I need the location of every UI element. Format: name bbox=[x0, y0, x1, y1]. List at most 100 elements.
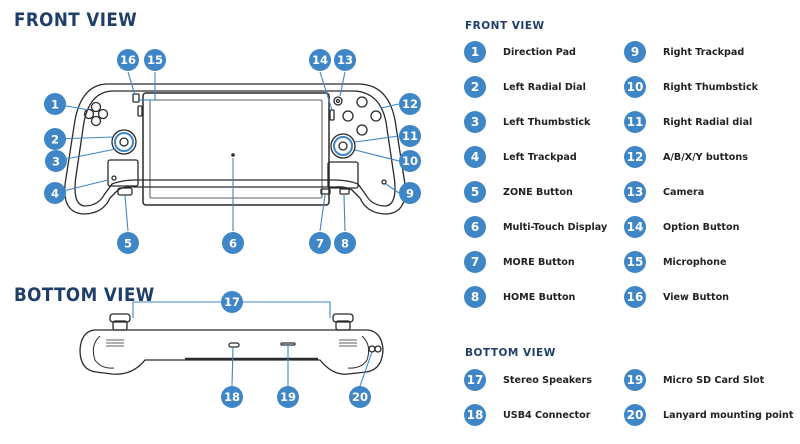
legend-item-14: 14 Option Button bbox=[624, 215, 739, 239]
legend-label: Left Thumbstick bbox=[503, 116, 591, 128]
legend-badge: 11 bbox=[624, 111, 646, 133]
svg-text:11: 11 bbox=[402, 129, 418, 143]
legend-item-19: 19 Micro SD Card Slot bbox=[624, 368, 764, 392]
callout-12: 12 bbox=[399, 93, 421, 115]
svg-text:14: 14 bbox=[312, 53, 328, 67]
legend-item-9: 9 Right Trackpad bbox=[624, 40, 744, 64]
svg-text:1: 1 bbox=[51, 98, 59, 112]
svg-text:7: 7 bbox=[316, 237, 324, 251]
callout-15: 15 bbox=[144, 49, 166, 71]
legend-badge: 1 bbox=[464, 41, 486, 63]
legend-badge: 10 bbox=[624, 76, 646, 98]
legend-label: Left Radial Dial bbox=[503, 81, 586, 93]
legend-label: View Button bbox=[663, 291, 729, 303]
legend-item-3: 3 Left Thumbstick bbox=[464, 110, 590, 134]
legend-label: Option Button bbox=[663, 221, 740, 233]
legend-label: Multi-Touch Display bbox=[503, 221, 608, 233]
front-view-legend-heading: FRONT VIEW bbox=[465, 20, 545, 32]
svg-text:6: 6 bbox=[229, 237, 237, 251]
display bbox=[142, 92, 330, 206]
svg-text:20: 20 bbox=[352, 390, 368, 404]
legend-item-2: 2 Left Radial Dial bbox=[464, 75, 586, 99]
legend-label: Left Trackpad bbox=[503, 151, 577, 163]
svg-text:5: 5 bbox=[124, 237, 132, 251]
legend-label: Microphone bbox=[663, 256, 727, 268]
legend-badge: 5 bbox=[464, 181, 486, 203]
callout-5: 5 bbox=[117, 232, 139, 254]
svg-text:13: 13 bbox=[337, 53, 353, 67]
legend-badge: 14 bbox=[624, 216, 646, 238]
legend-label: Right Trackpad bbox=[663, 46, 745, 58]
callout-20: 20 bbox=[349, 386, 371, 408]
callout-14: 14 bbox=[309, 49, 331, 71]
legend-badge: 4 bbox=[464, 146, 486, 168]
legend-badge: 15 bbox=[624, 251, 646, 273]
legend-badge: 19 bbox=[624, 369, 646, 391]
legend-item-18: 18 USB4 Connector bbox=[464, 403, 590, 427]
legend-item-5: 5 ZONE Button bbox=[464, 180, 573, 204]
callout-10: 10 bbox=[399, 150, 421, 172]
callout-4: 4 bbox=[44, 182, 66, 204]
callout-17: 17 bbox=[221, 291, 243, 313]
legend-item-12: 12 A/B/X/Y buttons bbox=[624, 145, 748, 169]
legend-badge: 8 bbox=[464, 286, 486, 308]
legend-item-8: 8 HOME Button bbox=[464, 285, 575, 309]
legend-item-16: 16 View Button bbox=[624, 285, 729, 309]
legend-badge: 18 bbox=[464, 404, 486, 426]
svg-text:19: 19 bbox=[280, 390, 296, 404]
legend-item-15: 15 Microphone bbox=[624, 250, 726, 274]
callout-13: 13 bbox=[334, 49, 356, 71]
legend-label: Lanyard mounting point bbox=[663, 409, 794, 421]
svg-text:2: 2 bbox=[51, 133, 59, 147]
callout-11: 11 bbox=[399, 125, 421, 147]
svg-text:16: 16 bbox=[120, 53, 136, 67]
callout-6: 6 bbox=[222, 232, 244, 254]
legend-badge: 20 bbox=[624, 404, 646, 426]
legend-label: Right Radial dial bbox=[663, 116, 753, 128]
legend-badge: 12 bbox=[624, 146, 646, 168]
callout-9: 9 bbox=[399, 182, 421, 204]
legend-label: A/B/X/Y buttons bbox=[663, 151, 748, 163]
bottom-view-title: BOTTOM VIEW bbox=[14, 284, 155, 306]
legend-item-1: 1 Direction Pad bbox=[464, 40, 576, 64]
legend-label: Camera bbox=[663, 186, 705, 198]
legend-label: HOME Button bbox=[503, 291, 576, 303]
legend-badge: 9 bbox=[624, 41, 646, 63]
callout-19: 19 bbox=[277, 386, 299, 408]
svg-text:9: 9 bbox=[406, 187, 414, 201]
legend-label: Right Thumbstick bbox=[663, 81, 759, 93]
legend-badge: 13 bbox=[624, 181, 646, 203]
callout-18: 18 bbox=[221, 386, 243, 408]
callout-7: 7 bbox=[309, 232, 331, 254]
legend-label: Micro SD Card Slot bbox=[663, 374, 765, 386]
legend-badge: 2 bbox=[464, 76, 486, 98]
legend-badge: 17 bbox=[464, 369, 486, 391]
callout-2: 2 bbox=[44, 128, 66, 150]
legend-item-17: 17 Stereo Speakers bbox=[464, 368, 592, 392]
callout-3: 3 bbox=[45, 150, 67, 172]
abxy-buttons bbox=[342, 96, 382, 136]
legend-badge: 3 bbox=[464, 111, 486, 133]
legend-label: ZONE Button bbox=[503, 186, 573, 198]
legend-label: Direction Pad bbox=[503, 46, 576, 58]
legend-label: MORE Button bbox=[503, 256, 575, 268]
legend-badge: 6 bbox=[464, 216, 486, 238]
legend-label: Stereo Speakers bbox=[503, 374, 592, 386]
svg-text:12: 12 bbox=[402, 97, 418, 111]
dpad bbox=[83, 101, 109, 127]
svg-text:15: 15 bbox=[147, 53, 163, 67]
callout-16: 16 bbox=[117, 49, 139, 71]
svg-text:10: 10 bbox=[402, 154, 418, 168]
front-view-title: FRONT VIEW bbox=[14, 9, 138, 31]
legend-badge: 16 bbox=[624, 286, 646, 308]
legend-item-4: 4 Left Trackpad bbox=[464, 145, 577, 169]
legend-label: USB4 Connector bbox=[503, 409, 591, 421]
svg-text:17: 17 bbox=[224, 295, 240, 309]
svg-text:4: 4 bbox=[51, 187, 59, 201]
svg-text:8: 8 bbox=[341, 237, 349, 251]
bottom-body-outline bbox=[79, 329, 384, 375]
callout-8: 8 bbox=[334, 232, 356, 254]
bottom-view-legend-heading: BOTTOM VIEW bbox=[465, 347, 556, 359]
